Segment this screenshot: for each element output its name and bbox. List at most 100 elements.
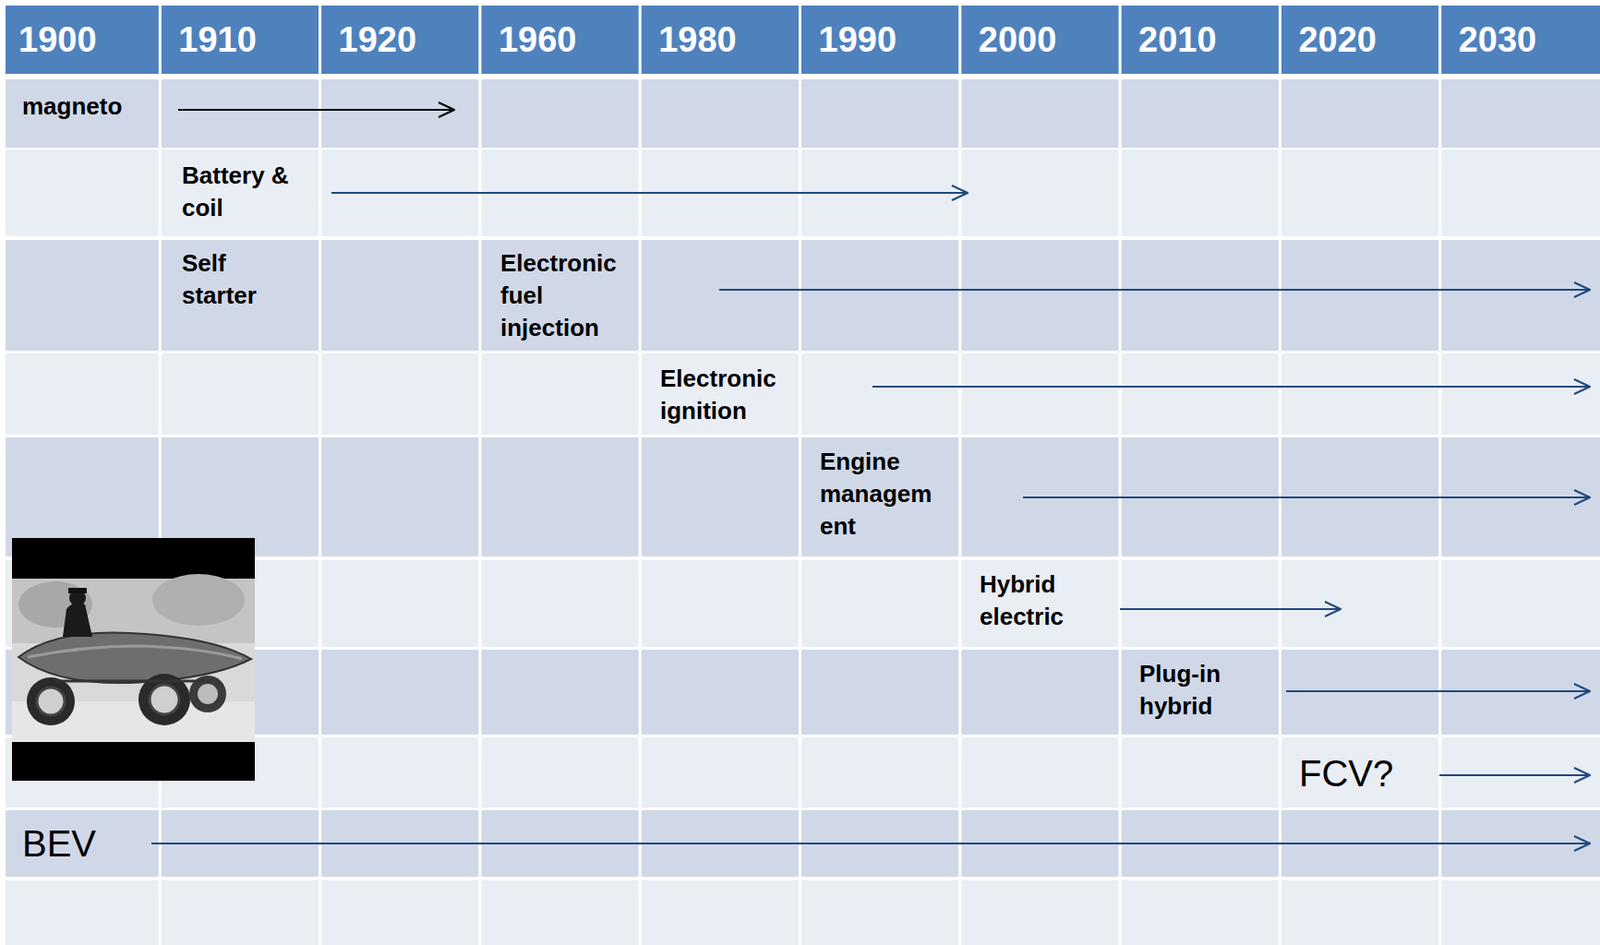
table-cell: [5, 353, 159, 435]
table-cell: [961, 240, 1119, 351]
table-cell: [481, 353, 638, 435]
timeline-arrows: [151, 109, 1590, 844]
arrow-line: [872, 385, 1590, 388]
table-cell: [481, 649, 638, 735]
arrow-line: [331, 192, 968, 194]
table-cell: [641, 437, 799, 557]
table-cell: [1441, 737, 1600, 808]
table-cell: [961, 79, 1119, 148]
technology-label: Hybrid electric: [979, 568, 1119, 634]
table-cell: [1121, 79, 1279, 148]
car-photo: [12, 538, 255, 782]
technology-label: FCV?: [1299, 752, 1429, 795]
technology-label: Engine managem ent: [819, 445, 959, 543]
table-cell: [1441, 79, 1600, 148]
table-cell: [1121, 880, 1279, 945]
table-cell: [801, 240, 959, 351]
table-cell: [641, 353, 799, 435]
table-cell: [5, 880, 159, 945]
arrow-line: [1286, 690, 1590, 693]
table-cell: [961, 737, 1119, 808]
table-cell: [321, 353, 479, 435]
table-cell: [801, 560, 959, 648]
table-cell: [961, 560, 1119, 648]
table-cell: [641, 560, 799, 648]
table-cell: [5, 810, 159, 878]
table-cell: [161, 79, 319, 148]
header-cell: [161, 5, 319, 74]
header-cell: [1281, 5, 1439, 74]
table-cell: [641, 737, 799, 808]
table-cell: [1121, 149, 1279, 237]
table-cell: [481, 437, 638, 557]
table-cell: [1281, 560, 1439, 648]
year-header: 1900: [18, 19, 97, 61]
arrow-line: [719, 288, 1590, 291]
table-cell: [481, 880, 638, 945]
year-header: 2000: [978, 19, 1058, 61]
table-cell: [1281, 880, 1439, 945]
header-cell: [5, 5, 159, 74]
table-cell: [1441, 353, 1600, 435]
table-cell: [1281, 353, 1439, 435]
technology-label: BEV: [22, 822, 143, 866]
table-cell: [1281, 149, 1439, 237]
table-cell: [1121, 737, 1279, 808]
table-cell: [1281, 737, 1439, 808]
header-cell: [801, 5, 959, 74]
arrow-line: [151, 842, 1590, 845]
table-cell: [321, 437, 479, 557]
technology-label: Self starter: [181, 247, 293, 313]
table-cell: [641, 880, 799, 945]
table-cell: [801, 79, 959, 148]
year-header: 1960: [498, 19, 578, 61]
header-cell: [1121, 5, 1279, 74]
table-cell: [1121, 240, 1279, 351]
table-cell: [5, 149, 159, 237]
table-cell: [321, 737, 479, 808]
technology-label: Electronic fuel injection: [500, 247, 639, 345]
table-cell: [161, 353, 319, 435]
year-header: 1910: [178, 19, 257, 61]
table-cell: [961, 149, 1119, 237]
table-cell: [641, 240, 799, 351]
table-cell: [1441, 880, 1600, 945]
table-cell: [321, 880, 479, 945]
year-header: 1920: [338, 19, 418, 61]
year-header: 1990: [818, 19, 898, 61]
header-cell: [481, 5, 638, 74]
header-cell: [961, 5, 1119, 74]
year-header: 2030: [1458, 19, 1538, 61]
table-cell: [1441, 149, 1600, 237]
table-cell: [1441, 240, 1600, 351]
table-cell: [481, 240, 638, 351]
technology-label: Battery & coil: [181, 159, 321, 225]
table-cell: [1121, 560, 1279, 648]
table-cell: [481, 79, 638, 148]
table-cell: [5, 79, 159, 148]
table-cell: [801, 353, 959, 435]
table-cell: [1121, 649, 1279, 735]
table-cell: [321, 79, 479, 148]
table-cell: [321, 240, 479, 351]
table-cell: [161, 240, 319, 351]
header-cell: [1441, 5, 1600, 74]
table-cell: [1441, 560, 1600, 648]
table-cell: [801, 649, 959, 735]
table-cell: [1281, 240, 1439, 351]
table-cell: [5, 240, 159, 351]
header-cell: [641, 5, 799, 74]
arrow-line: [1022, 496, 1590, 499]
technology-label: magneto: [22, 90, 152, 123]
table-cell: [1281, 79, 1439, 148]
table-cell: [961, 353, 1119, 435]
year-header: 2020: [1298, 19, 1377, 61]
table-cell: [1121, 353, 1279, 435]
technology-label: Electronic ignition: [660, 362, 799, 428]
table-cell: [961, 649, 1119, 735]
table-cell: [961, 880, 1119, 945]
table-cell: [641, 79, 799, 148]
arrow-line: [178, 108, 455, 111]
